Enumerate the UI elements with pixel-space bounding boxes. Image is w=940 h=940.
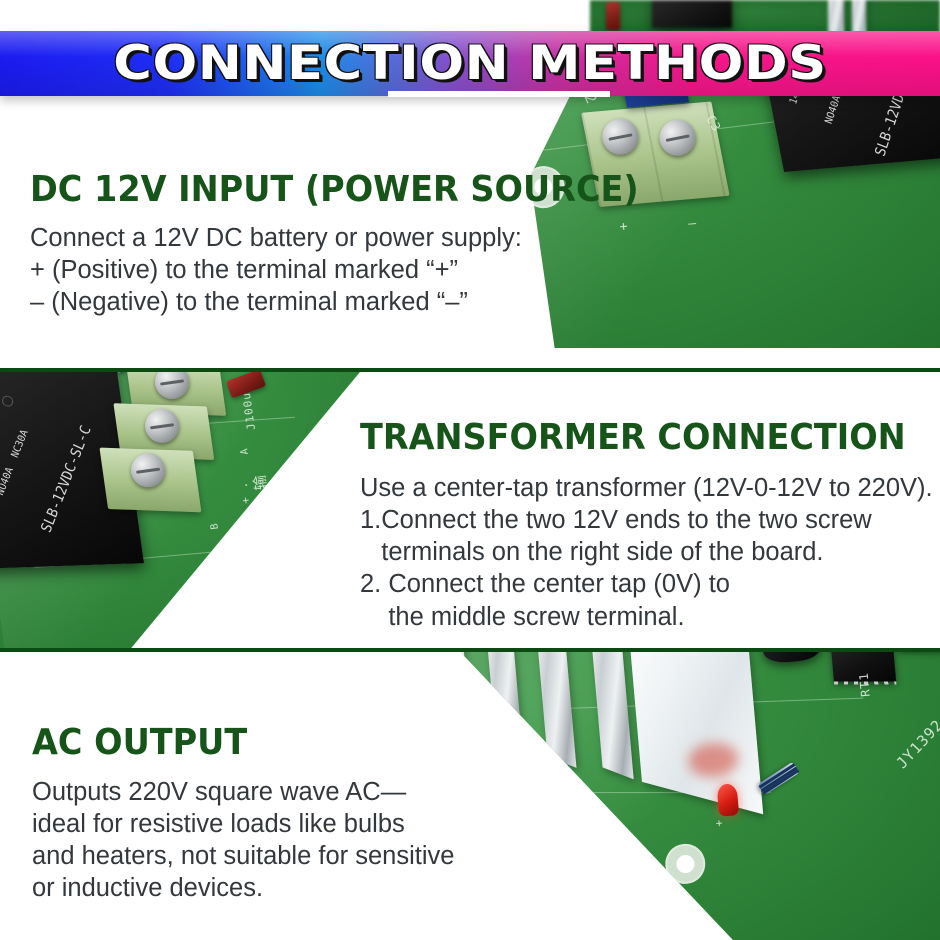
- section-body-ac-output: Outputs 220V square wave AC— ideal for r…: [32, 776, 454, 905]
- banner-notch: [388, 91, 610, 97]
- dc-line-2: + (Positive) to the terminal marked “+”: [30, 256, 458, 285]
- divider-1: [0, 368, 940, 372]
- tx-line-4: 2. Connect the center tap (0V) to: [360, 570, 730, 599]
- tx-line-5: the middle screw terminal.: [360, 602, 685, 631]
- section-title-transformer: TRANSFORMER CONNECTION: [360, 417, 906, 458]
- page-title: CONNECTION METHODS: [113, 36, 827, 91]
- section-title-dc-input: DC 12V INPUT (POWER SOURCE): [30, 169, 639, 210]
- ac-line-4: or inductive devices.: [32, 874, 264, 903]
- tx-line-3: terminals on the right side of the board…: [360, 538, 824, 567]
- photo-transformer-board: SLB-12VDC-SL-C NO40A NC30A 14VDC -40~105…: [0, 372, 360, 650]
- section-title-ac-output: AC OUTPUT: [32, 722, 248, 763]
- dc-line-3: – (Negative) to the terminal marked “–”: [30, 288, 468, 317]
- photo-ac-output-board: + RT1 JY1392: [395, 652, 940, 940]
- divider-2: [0, 648, 940, 652]
- dc-line-1: Connect a 12V DC battery or power supply…: [30, 224, 522, 252]
- banner-gloss: [0, 31, 940, 96]
- ac-line-1: Outputs 220V square wave AC—: [32, 778, 407, 806]
- tx-line-1: Use a center-tap transformer (12V-0-12V …: [360, 474, 933, 502]
- ac-line-2: ideal for resistive loads like bulbs: [32, 810, 405, 839]
- section-body-dc-input: Connect a 12V DC battery or power supply…: [30, 222, 522, 318]
- header-banner: CONNECTION METHODS: [0, 31, 940, 96]
- section-body-transformer: Use a center-tap transformer (12V-0-12V …: [360, 472, 933, 633]
- ac-line-3: and heaters, not suitable for sensitive: [32, 842, 455, 871]
- tx-line-2: 1.Connect the two 12V ends to the two sc…: [360, 506, 872, 535]
